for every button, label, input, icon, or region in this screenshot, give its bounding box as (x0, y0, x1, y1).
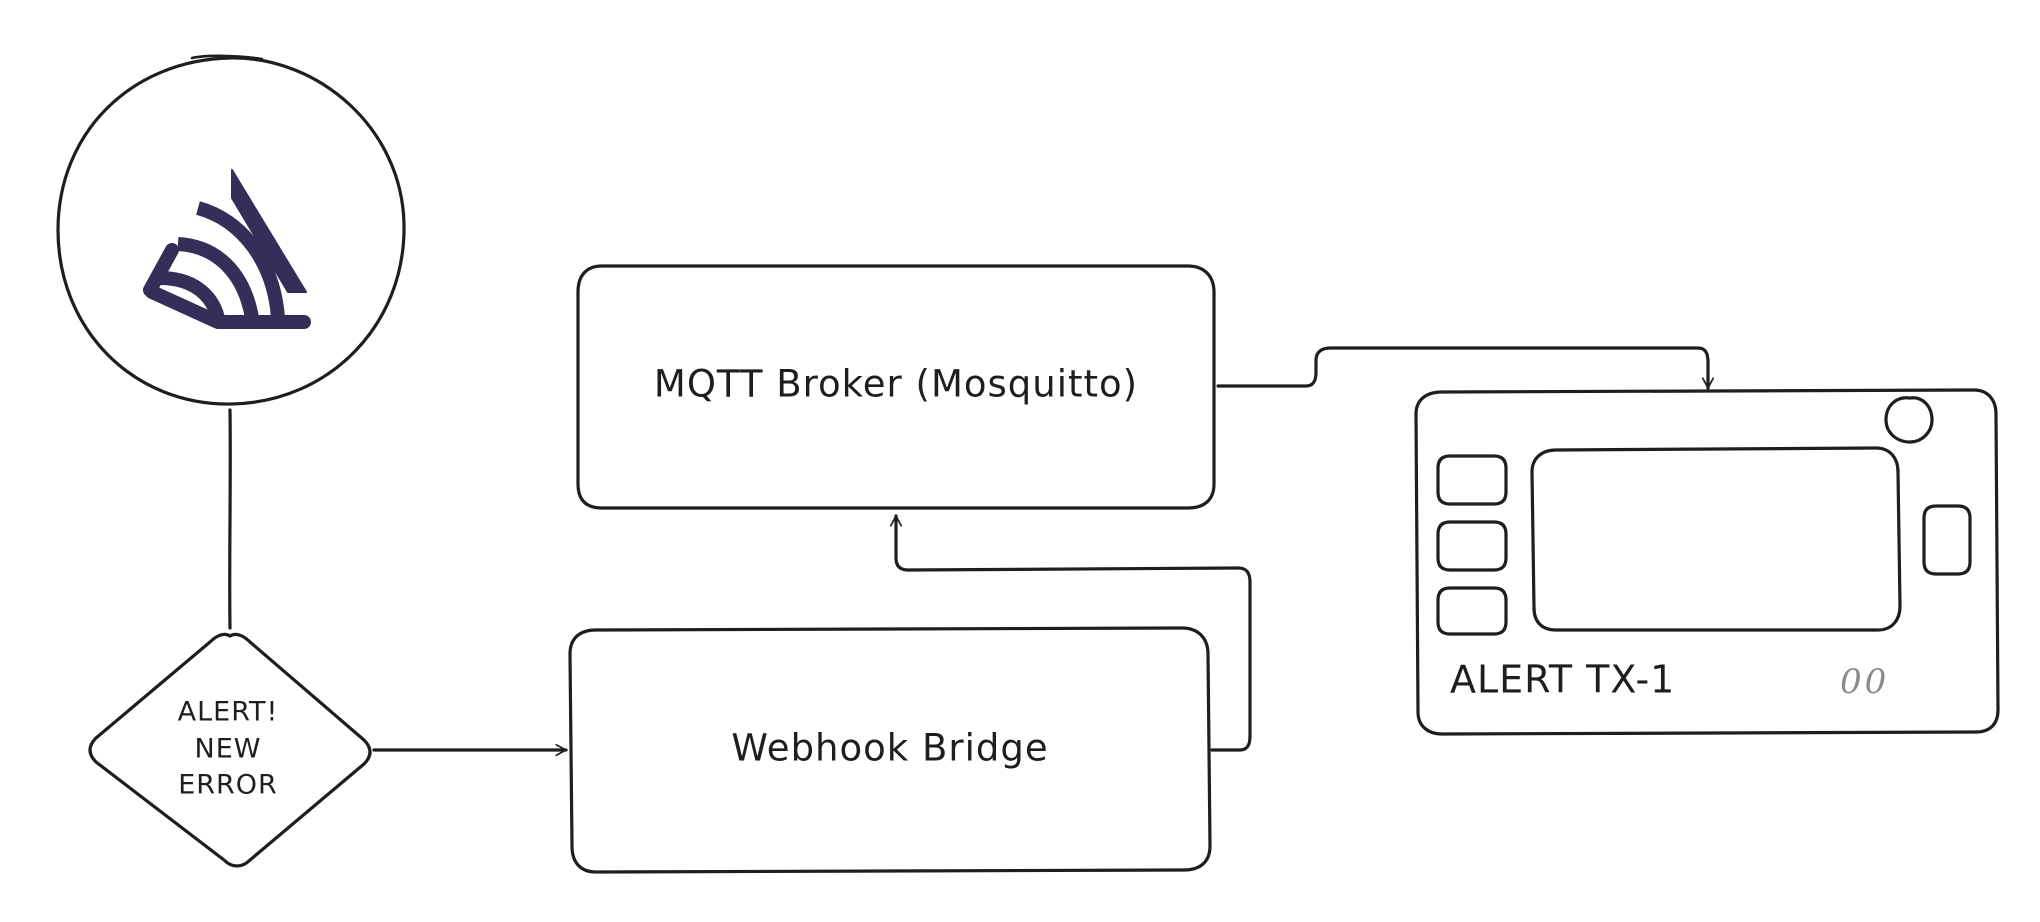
broker-to-device-arrow (1216, 346, 1715, 390)
bridge-to-broker-arrow (889, 514, 1252, 752)
alert-line-2: NEW (195, 734, 262, 765)
alert-line-3: ERROR (178, 770, 278, 801)
device-label: ALERT TX-1 (1450, 658, 1675, 702)
alert-line-1: ALERT! (178, 697, 279, 728)
sentry-logo-icon (143, 169, 311, 329)
device-body (1414, 388, 2000, 736)
device-indicator-text: 00 (1840, 662, 1889, 702)
mqtt-broker-node[interactable]: MQTT Broker (Mosquitto) (576, 264, 1216, 510)
source-to-alert-connector (228, 408, 232, 630)
mqtt-broker-box (576, 264, 1216, 510)
webhook-bridge-node[interactable]: Webhook Bridge (568, 626, 1212, 874)
device-left-button-1[interactable] (1436, 454, 1508, 506)
device-led-indicator (1884, 396, 1934, 444)
device-screen (1530, 446, 1902, 632)
webhook-bridge-box (568, 626, 1212, 874)
alert-diamond (88, 632, 372, 868)
mqtt-broker-label: MQTT Broker (Mosquitto) (654, 363, 1138, 406)
device-left-button-3[interactable] (1436, 586, 1508, 636)
webhook-bridge-label: Webhook Bridge (731, 727, 1048, 770)
alert-device-node[interactable]: ALERT TX-1 00 (1414, 388, 2000, 736)
alert-node: ALERT! NEW ERROR (88, 632, 372, 868)
device-right-button[interactable] (1922, 504, 1972, 576)
source-circle (56, 56, 406, 406)
source-node (56, 54, 406, 406)
device-left-button-2[interactable] (1436, 520, 1508, 572)
